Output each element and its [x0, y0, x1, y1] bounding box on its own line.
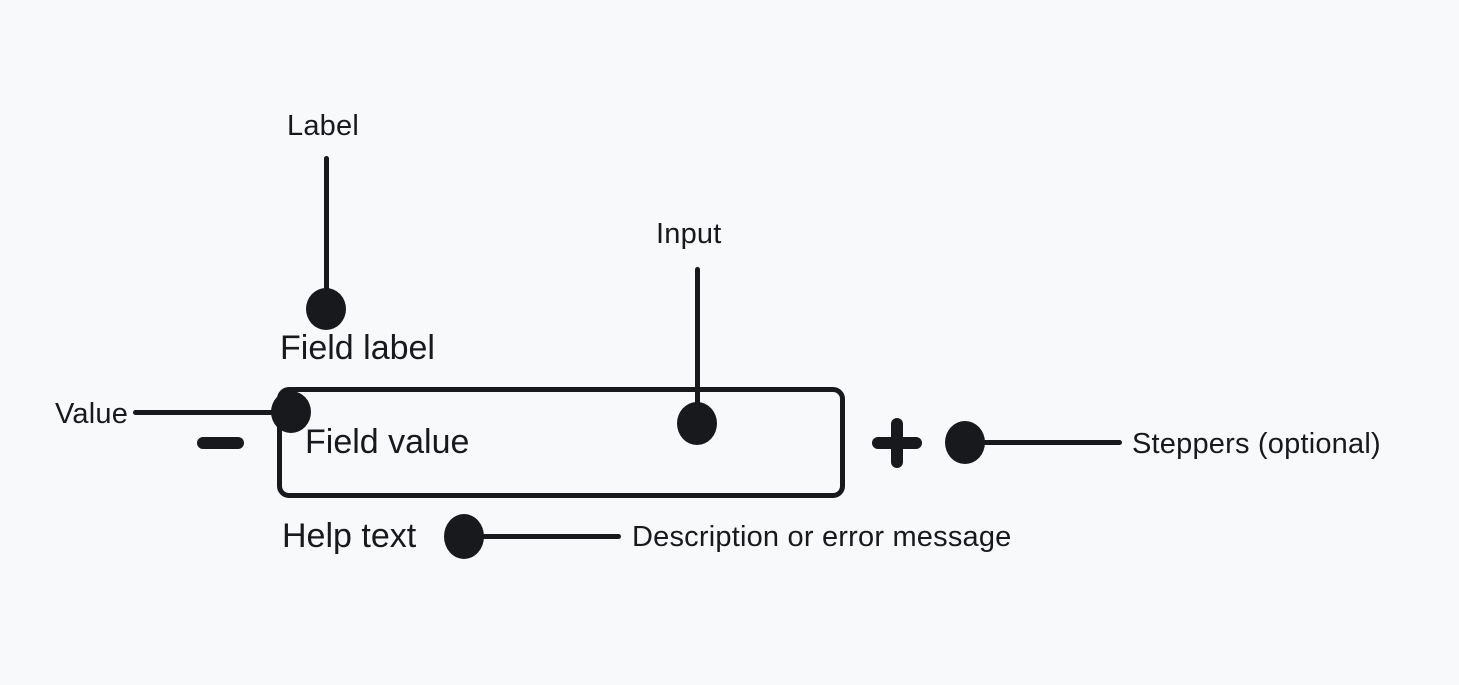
stepper-connector-dot: [945, 421, 985, 464]
field-label: Field label: [280, 329, 435, 367]
field-value: Field value: [305, 423, 470, 461]
stepper-connector-line: [982, 440, 1122, 445]
input-annotation: Input: [656, 218, 722, 250]
label-connector-line: [324, 156, 329, 296]
minus-stepper-button[interactable]: [183, 423, 258, 463]
number-input-field[interactable]: [277, 387, 845, 498]
help-connector-line: [481, 534, 621, 539]
help-connector-dot: [444, 514, 484, 559]
input-connector-line: [695, 267, 700, 410]
description-annotation: Description or error message: [632, 521, 1012, 553]
input-connector-dot: [677, 402, 717, 445]
minus-icon: [197, 437, 244, 449]
plus-icon: [891, 418, 903, 468]
value-annotation: Value: [55, 398, 129, 430]
value-connector-line: [133, 410, 283, 415]
plus-stepper-button[interactable]: [872, 418, 922, 468]
label-annotation: Label: [287, 110, 359, 142]
label-connector-dot: [306, 288, 346, 330]
steppers-annotation: Steppers (optional): [1132, 428, 1381, 460]
help-text: Help text: [282, 517, 417, 555]
value-connector-dot: [271, 391, 311, 433]
